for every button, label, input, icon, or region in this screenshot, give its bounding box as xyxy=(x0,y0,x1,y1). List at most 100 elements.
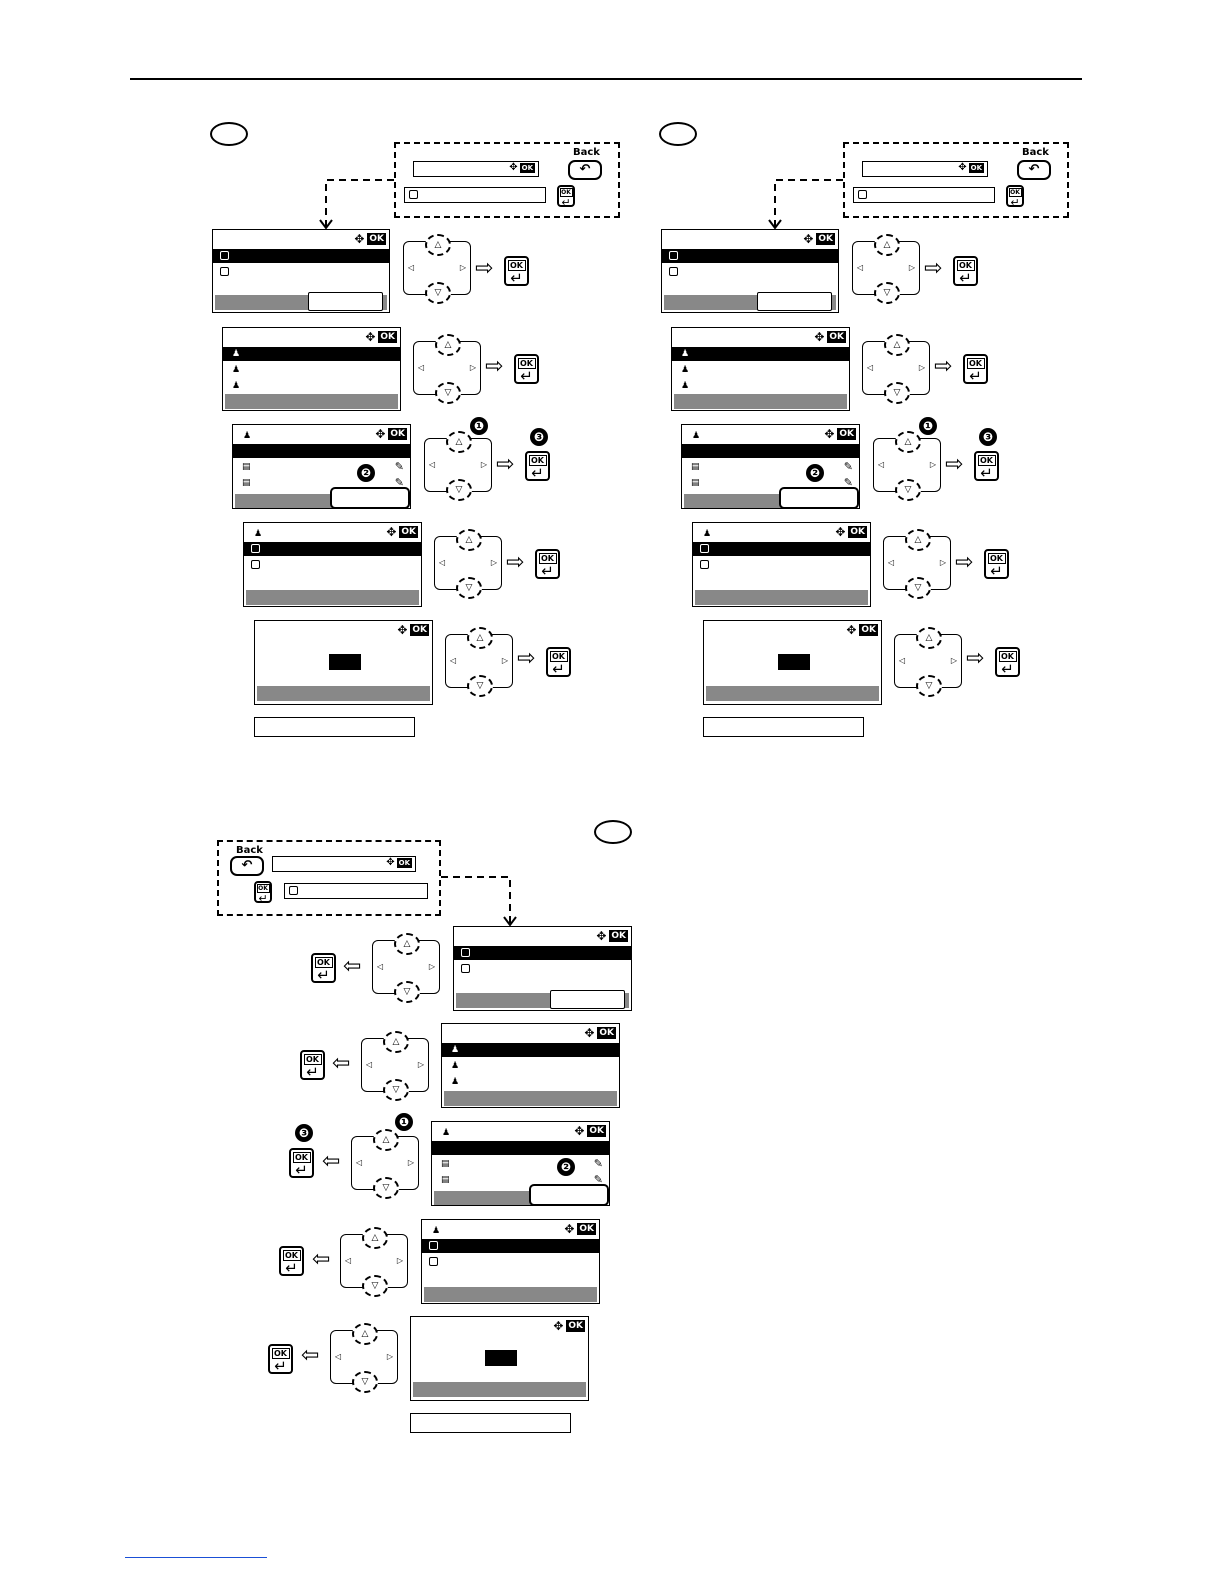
up-key[interactable]: △ xyxy=(884,334,910,356)
back-key[interactable]: ↶ xyxy=(1017,160,1051,180)
up-key[interactable]: △ xyxy=(446,431,472,453)
up-key[interactable]: △ xyxy=(895,431,921,453)
up-key[interactable]: △ xyxy=(874,234,900,256)
navigation-keypad[interactable]: △▽◁▷ xyxy=(862,334,930,404)
option-row-selected[interactable] xyxy=(693,542,870,556)
navigation-keypad[interactable]: △▽◁▷ xyxy=(424,431,492,501)
up-key[interactable]: △ xyxy=(373,1129,399,1151)
ok-enter-key[interactable]: OK↵ xyxy=(289,1148,314,1178)
ok-enter-key[interactable]: OK↵ xyxy=(546,647,571,677)
navigation-keypad[interactable]: △▽◁▷ xyxy=(413,334,481,404)
user-list-row[interactable]: ♟ xyxy=(223,347,400,361)
softkey-bracket[interactable] xyxy=(550,990,625,1009)
down-key[interactable]: ▽ xyxy=(446,479,472,501)
down-key[interactable]: ▽ xyxy=(905,577,931,599)
ok-enter-key[interactable]: OK↵ xyxy=(254,881,272,904)
option-row[interactable] xyxy=(422,1255,599,1269)
menu-row[interactable] xyxy=(662,265,838,279)
up-key[interactable]: △ xyxy=(383,1031,409,1053)
user-list-row[interactable]: ♟ xyxy=(442,1075,619,1089)
user-list-row[interactable]: ♟ xyxy=(672,363,849,377)
ok-enter-key[interactable]: OK↵ xyxy=(995,647,1020,677)
ok-enter-key[interactable]: OK↵ xyxy=(974,451,999,481)
menu-row-selected[interactable] xyxy=(454,946,631,960)
up-key[interactable]: △ xyxy=(352,1323,378,1345)
job-row[interactable]: ▤✎ xyxy=(682,460,859,474)
down-key[interactable]: ▽ xyxy=(383,1079,409,1101)
up-key[interactable]: △ xyxy=(467,627,493,649)
down-key[interactable]: ▽ xyxy=(425,282,451,304)
softkey-bracket-highlight[interactable] xyxy=(330,487,410,508)
down-key[interactable]: ▽ xyxy=(456,577,482,599)
up-key[interactable]: △ xyxy=(425,234,451,256)
down-key[interactable]: ▽ xyxy=(884,382,910,404)
up-key[interactable]: △ xyxy=(456,529,482,551)
navigation-keypad[interactable]: △▽◁▷ xyxy=(883,529,951,599)
ok-enter-key[interactable]: OK↵ xyxy=(963,354,988,384)
down-key[interactable]: ▽ xyxy=(467,675,493,697)
ok-enter-key[interactable]: OK↵ xyxy=(535,549,560,579)
option-row-selected[interactable] xyxy=(422,1239,599,1253)
navigation-keypad[interactable]: △▽◁▷ xyxy=(403,234,471,304)
job-row[interactable]: ▤✎ xyxy=(233,460,410,474)
ok-enter-key[interactable]: OK↵ xyxy=(984,549,1009,579)
ok-enter-key[interactable]: OK↵ xyxy=(1006,185,1024,208)
ok-enter-key[interactable]: OK↵ xyxy=(311,953,336,983)
user-list-row[interactable]: ♟ xyxy=(672,347,849,361)
ok-enter-key[interactable]: OK↵ xyxy=(504,256,529,286)
navigation-keypad[interactable]: △▽◁▷ xyxy=(852,234,920,304)
down-key[interactable]: ▽ xyxy=(435,382,461,404)
menu-row-selected[interactable] xyxy=(662,249,838,263)
navigation-keypad[interactable]: △▽◁▷ xyxy=(445,627,513,697)
up-key[interactable]: △ xyxy=(394,933,420,955)
job-row[interactable]: ▤✎ xyxy=(233,476,410,490)
ok-enter-key[interactable]: OK↵ xyxy=(953,256,978,286)
ok-enter-key[interactable]: OK↵ xyxy=(268,1344,293,1374)
navigation-keypad[interactable]: △▽◁▷ xyxy=(372,933,440,1003)
menu-row[interactable] xyxy=(213,265,389,279)
down-key[interactable]: ▽ xyxy=(916,675,942,697)
navigation-keypad[interactable]: △▽◁▷ xyxy=(330,1323,398,1393)
user-list-row[interactable]: ♟ xyxy=(223,363,400,377)
navigation-keypad[interactable]: △▽◁▷ xyxy=(434,529,502,599)
job-row[interactable]: ▤✎ xyxy=(432,1173,609,1187)
navigation-keypad[interactable]: △▽◁▷ xyxy=(894,627,962,697)
softkey-bracket[interactable] xyxy=(308,292,383,311)
user-list-row[interactable]: ♟ xyxy=(442,1043,619,1057)
down-key[interactable]: ▽ xyxy=(362,1275,388,1297)
ok-enter-key[interactable]: OK↵ xyxy=(557,185,575,208)
navigation-keypad[interactable]: △▽◁▷ xyxy=(361,1031,429,1101)
back-key[interactable]: ↶ xyxy=(230,856,264,876)
down-key[interactable]: ▽ xyxy=(373,1177,399,1199)
job-row-selected[interactable] xyxy=(233,444,410,458)
back-key[interactable]: ↶ xyxy=(568,160,602,180)
job-row[interactable]: ▤✎ xyxy=(682,476,859,490)
navigation-keypad[interactable]: △▽◁▷ xyxy=(873,431,941,501)
down-key[interactable]: ▽ xyxy=(352,1371,378,1393)
navigation-keypad[interactable]: △▽◁▷ xyxy=(340,1227,408,1297)
navigation-keypad[interactable]: △▽◁▷ xyxy=(351,1129,419,1199)
ok-enter-key[interactable]: OK↵ xyxy=(279,1246,304,1276)
menu-row[interactable] xyxy=(454,962,631,976)
softkey-bracket-highlight[interactable] xyxy=(529,1184,609,1205)
ok-enter-key[interactable]: OK↵ xyxy=(514,354,539,384)
job-row[interactable]: ▤✎ xyxy=(432,1157,609,1171)
user-list-row[interactable]: ♟ xyxy=(223,379,400,393)
up-key[interactable]: △ xyxy=(435,334,461,356)
ok-enter-key[interactable]: OK↵ xyxy=(300,1050,325,1080)
down-key[interactable]: ▽ xyxy=(394,981,420,1003)
up-key[interactable]: △ xyxy=(905,529,931,551)
menu-row-selected[interactable] xyxy=(213,249,389,263)
softkey-bracket[interactable] xyxy=(757,292,832,311)
option-row[interactable] xyxy=(693,558,870,572)
down-key[interactable]: ▽ xyxy=(895,479,921,501)
up-key[interactable]: △ xyxy=(916,627,942,649)
softkey-bracket-highlight[interactable] xyxy=(779,487,859,508)
option-row-selected[interactable] xyxy=(244,542,421,556)
down-key[interactable]: ▽ xyxy=(874,282,900,304)
ok-enter-key[interactable]: OK↵ xyxy=(525,451,550,481)
job-row-selected[interactable] xyxy=(432,1141,609,1155)
up-key[interactable]: △ xyxy=(362,1227,388,1249)
user-list-row[interactable]: ♟ xyxy=(442,1059,619,1073)
user-list-row[interactable]: ♟ xyxy=(672,379,849,393)
